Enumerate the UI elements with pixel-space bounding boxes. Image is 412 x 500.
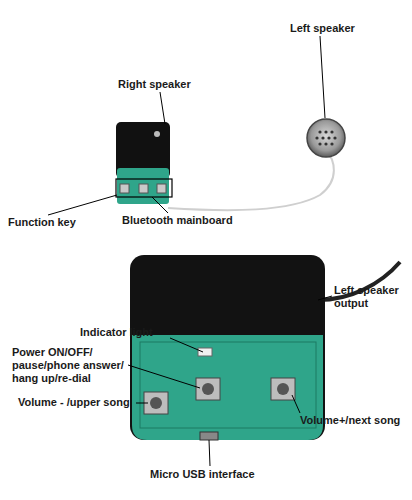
- bluetooth-module: [130, 255, 325, 440]
- push-button: [196, 378, 220, 400]
- part-label: Micro USB interface: [150, 468, 290, 481]
- part-label: Indicator light: [80, 326, 190, 339]
- part-label: Left speaker: [290, 22, 390, 35]
- right-speaker: [116, 122, 172, 204]
- part-label: Left speaker output: [334, 284, 410, 310]
- part-label: Right speaker: [118, 78, 218, 91]
- part-label: Volume - /upper song: [18, 396, 148, 409]
- part-label: Power ON/OFF/ pause/phone answer/ hang u…: [12, 346, 134, 385]
- speaker-wire: [168, 150, 334, 210]
- part-label: Function key: [8, 216, 98, 229]
- push-button: [271, 378, 295, 400]
- part-label: Volume+/next song: [300, 414, 410, 427]
- part-label: Bluetooth mainboard: [122, 214, 262, 227]
- left-speaker: [307, 119, 345, 157]
